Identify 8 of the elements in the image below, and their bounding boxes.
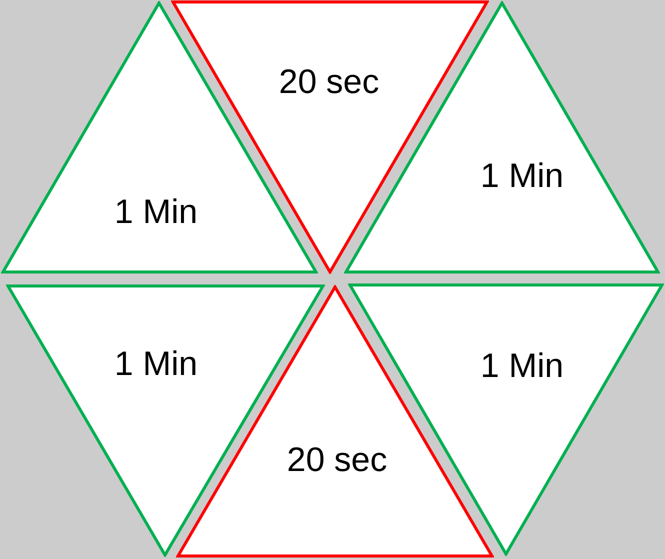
duration-label: 1 Min: [114, 195, 198, 229]
duration-label: 1 Min: [114, 347, 198, 381]
triangle-segment: [6, 284, 325, 557]
duration-label: 20 sec: [286, 443, 388, 477]
duration-label: 20 sec: [278, 65, 380, 99]
duration-label: 1 Min: [480, 349, 564, 383]
triangle-segment: [1, 1, 318, 274]
duration-label: 1 Min: [480, 159, 564, 193]
